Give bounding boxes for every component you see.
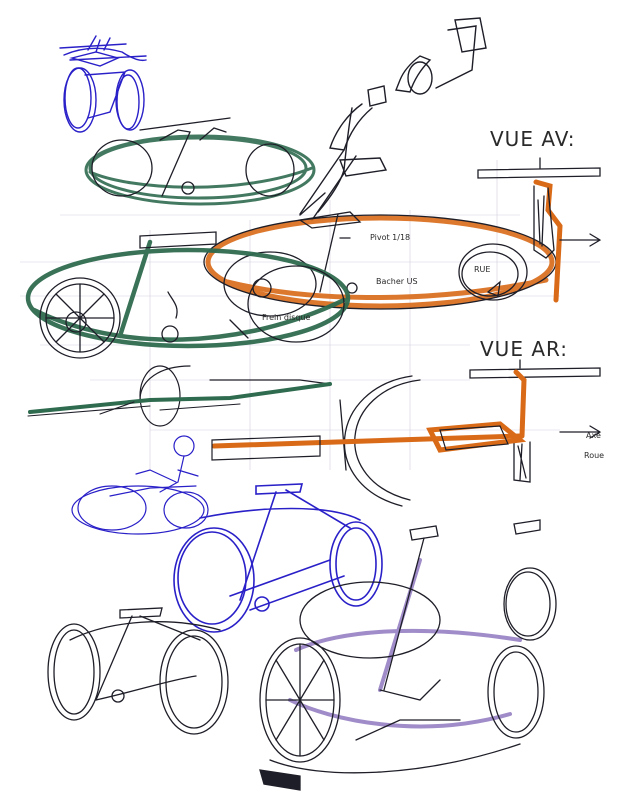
label-pivot: Pivot 1/18 <box>370 233 410 242</box>
sketch-orange-rear-view: VUE AR: Axe Roue <box>211 337 604 507</box>
sketch-steering-column <box>299 17 487 221</box>
sketch-blue-rider <box>71 435 209 535</box>
sketch-blue-green-bike <box>59 35 316 206</box>
sketch-orange-lowrider: Pivot 1/18 Bacher US RUE VUE AV: <box>203 127 602 317</box>
construction-grid <box>20 160 600 470</box>
label-vue-ar: VUE AR: <box>480 337 568 361</box>
label-frein: Frein disque <box>262 313 311 322</box>
label-vue-av: VUE AV: <box>490 127 576 151</box>
sketch-big-blue-bike <box>173 483 383 633</box>
label-axe: Axe <box>586 431 601 440</box>
sketch-black-bike <box>47 607 229 735</box>
sketch-green-bike: Frein disque <box>25 231 351 359</box>
sketch-purple-bike <box>259 519 557 791</box>
label-rue: RUE <box>474 265 490 274</box>
label-roue: Roue <box>584 451 604 460</box>
sketch-green-top-view <box>27 365 332 427</box>
label-bacher: Bacher US <box>376 277 418 286</box>
